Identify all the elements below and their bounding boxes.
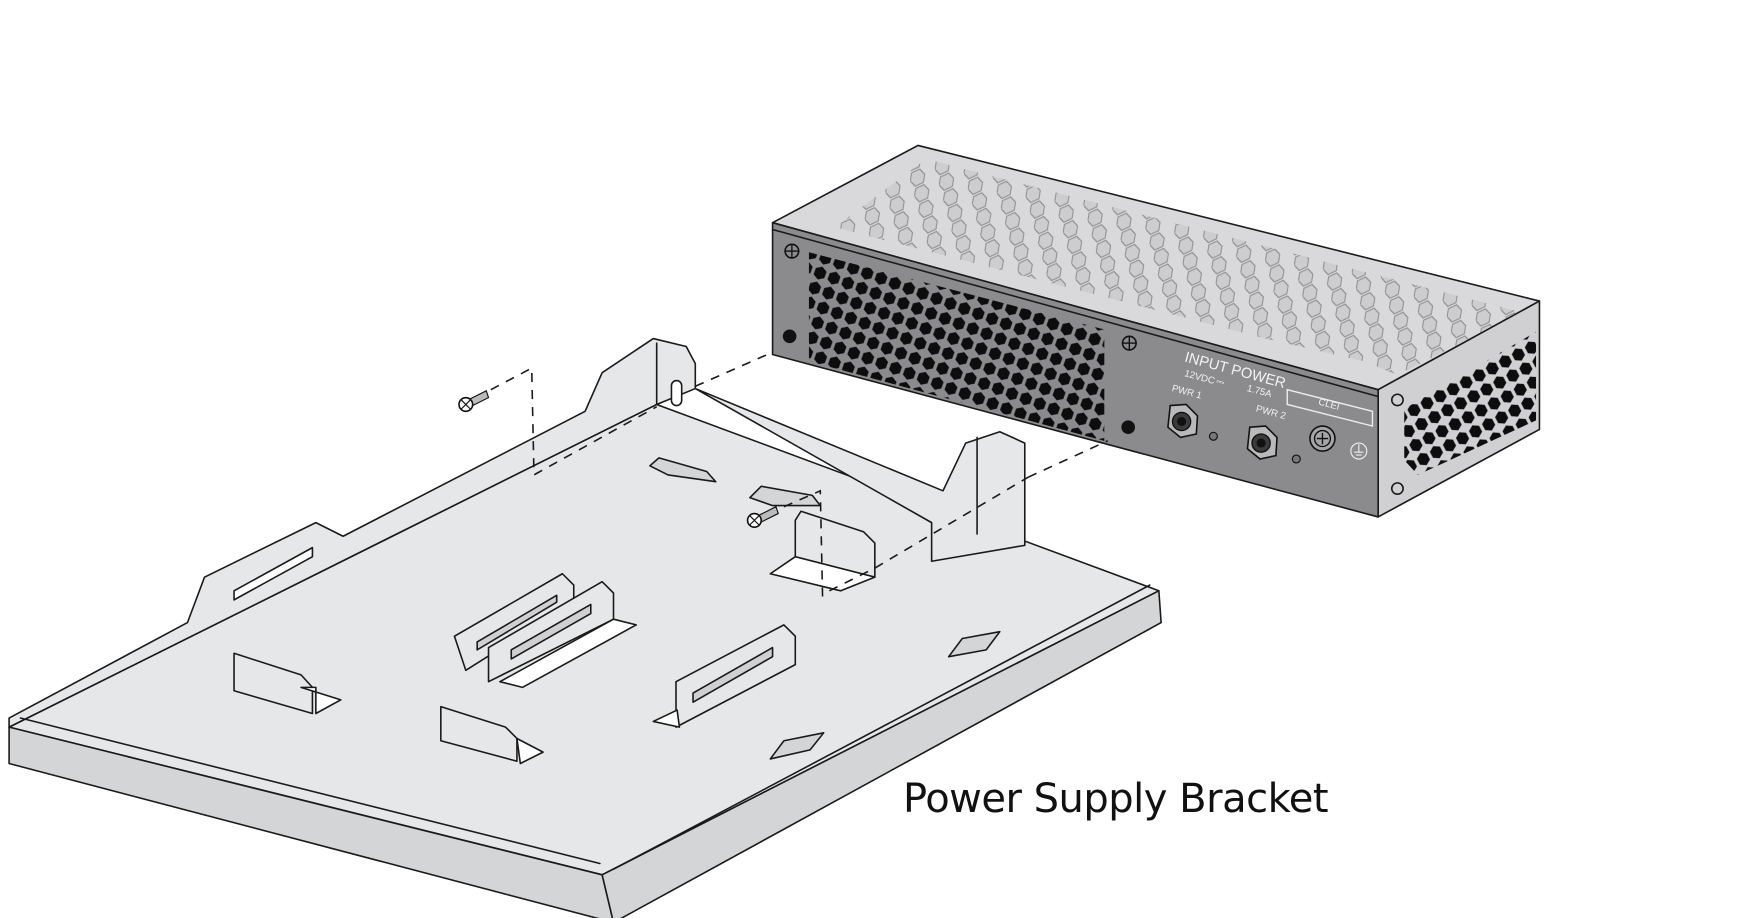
keyhole-slot bbox=[670, 379, 683, 407]
mounting-hole-icon bbox=[1121, 420, 1135, 435]
power-supply-unit: INPUT POWER 12VDC ⎓ 1.75A PWR 1 PWR 2 CL… bbox=[771, 144, 1541, 518]
assembly-guide-lines bbox=[490, 351, 1109, 597]
screw-center-icon bbox=[746, 505, 779, 528]
ground-symbol-icon bbox=[1350, 442, 1368, 460]
bracket-front-lip bbox=[8, 726, 614, 918]
diagram-caption: Power Supply Bracket bbox=[903, 776, 1329, 822]
bracket-left-wall bbox=[8, 337, 697, 728]
upright-clip bbox=[233, 652, 342, 715]
slotted-clip bbox=[652, 624, 797, 728]
psu-front-vents bbox=[808, 252, 1105, 441]
upright-clip bbox=[440, 705, 544, 765]
screw-head-icon bbox=[1121, 335, 1137, 351]
bracket bbox=[8, 337, 1162, 918]
slotted-clip bbox=[487, 580, 638, 689]
raised-tab bbox=[769, 732, 825, 760]
led-indicator-icon bbox=[1208, 431, 1218, 441]
ground-screw-icon bbox=[1309, 425, 1336, 452]
screw-head-icon bbox=[784, 243, 800, 259]
bracket-rear-wall bbox=[694, 387, 1026, 563]
led-indicator-icon bbox=[1291, 454, 1301, 464]
bracket-right-lip bbox=[601, 589, 1162, 918]
raised-tab bbox=[649, 457, 717, 483]
screw-head-icon bbox=[1390, 393, 1404, 407]
raised-tab bbox=[947, 630, 1001, 658]
psu-side-vents bbox=[1404, 331, 1537, 475]
psu-top-vents bbox=[835, 159, 1523, 375]
wall-slot bbox=[233, 546, 314, 601]
slotted-clip bbox=[453, 572, 575, 672]
screw-head-icon bbox=[1390, 482, 1404, 496]
clei-label: CLEI bbox=[1317, 397, 1341, 413]
dc-symbol: ⎓ bbox=[1215, 376, 1226, 389]
mounting-hole-icon bbox=[782, 329, 797, 344]
screw-upper-left-icon bbox=[458, 390, 490, 413]
clei-label-box bbox=[1286, 388, 1374, 427]
pwr2-connector-icon bbox=[1246, 425, 1278, 460]
raised-tab bbox=[749, 485, 822, 507]
pwr1-connector-icon bbox=[1167, 403, 1199, 439]
